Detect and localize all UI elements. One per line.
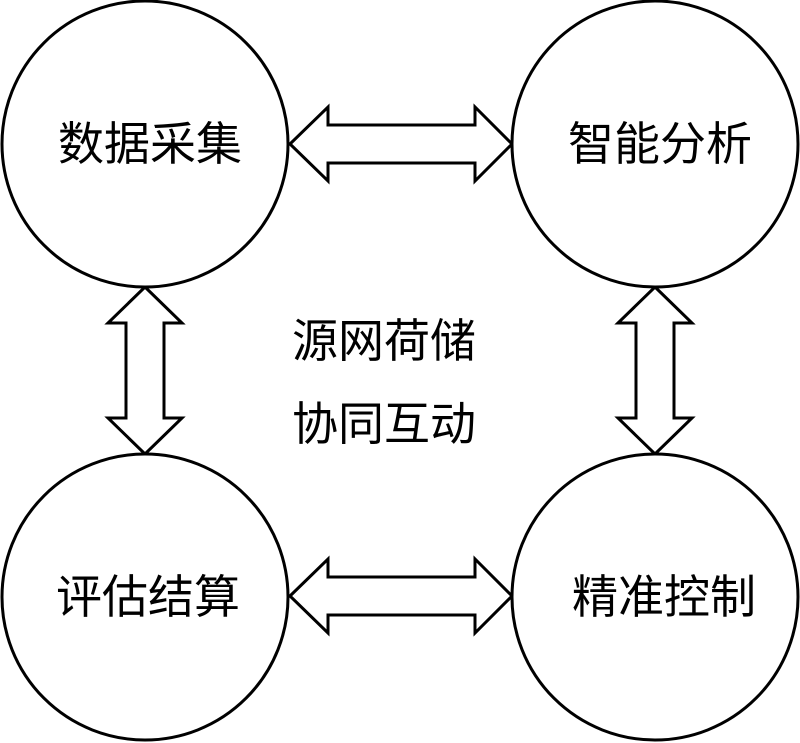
center-title-line-1: 源网荷储 xyxy=(292,314,476,368)
double-arrow-right xyxy=(614,284,696,457)
node-label: 数据采集 xyxy=(58,117,242,171)
node-label: 精准控制 xyxy=(572,570,756,624)
node-circle xyxy=(510,0,800,289)
node-circle xyxy=(510,452,800,742)
center-title-line-2: 协同互动 xyxy=(292,397,476,451)
node-label: 评估结算 xyxy=(56,570,240,624)
node-evaluation-settlement: 评估结算 xyxy=(0,452,290,742)
node-precise-control: 精准控制 xyxy=(510,452,800,742)
double-arrow-bottom xyxy=(287,555,515,637)
double-arrow-top xyxy=(287,103,515,185)
node-label: 智能分析 xyxy=(568,117,752,171)
node-data-collection: 数据采集 xyxy=(0,0,290,289)
double-arrow-left xyxy=(104,284,186,457)
node-circle xyxy=(0,452,290,742)
node-smart-analysis: 智能分析 xyxy=(510,0,800,289)
node-circle xyxy=(0,0,290,289)
